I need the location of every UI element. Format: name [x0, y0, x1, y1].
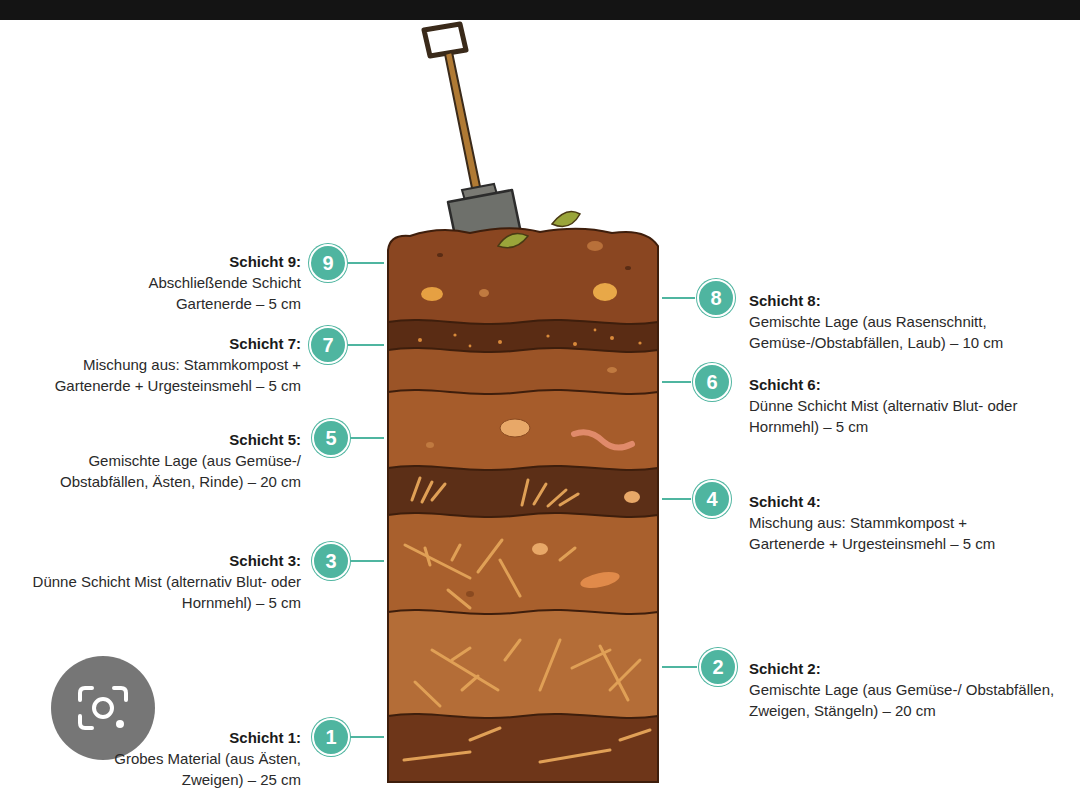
soil-band	[388, 390, 658, 782]
twig	[560, 494, 578, 505]
soil-band	[388, 228, 658, 782]
layer-label: Schicht 6:Dünne Schicht Mist (alternativ…	[749, 374, 1019, 437]
callout-circle: 3	[312, 542, 350, 580]
twig	[610, 660, 640, 690]
layer-heading: Schicht 7:	[46, 333, 301, 354]
twig	[540, 750, 610, 762]
twig	[560, 548, 575, 560]
twig	[505, 640, 520, 660]
twig	[432, 484, 445, 500]
layer-description: Mischung aus: Stammkompost + Gartenerde …	[46, 354, 301, 396]
layer-heading: Schicht 8:	[749, 290, 1039, 311]
twig	[540, 640, 560, 690]
twig	[478, 540, 502, 572]
soil-details	[418, 212, 642, 597]
layer-heading: Schicht 6:	[749, 374, 1019, 395]
twig	[620, 730, 650, 740]
layer-heading: Schicht 9:	[111, 251, 301, 272]
layer-description: Grobes Material (aus Ästen, Zweigen) – 2…	[66, 748, 301, 790]
twig	[500, 560, 520, 596]
twig	[412, 478, 420, 500]
layer-label: Schicht 1:Grobes Material (aus Ästen, Zw…	[66, 727, 301, 790]
shovel	[424, 24, 522, 250]
layer-heading: Schicht 4:	[749, 491, 1011, 512]
callout-number: 7	[322, 335, 333, 355]
twig	[452, 545, 460, 560]
layer-description: Gemischte Lage (aus Gemüse-/ Obstabfälle…	[749, 679, 1067, 721]
callout-circle: 2	[699, 648, 737, 686]
twig	[462, 676, 478, 690]
twig	[404, 752, 470, 760]
callout-number: 9	[322, 253, 333, 273]
twig	[448, 590, 470, 608]
twig	[425, 548, 430, 565]
twig	[470, 728, 500, 740]
twig	[422, 482, 432, 502]
top-bar	[0, 0, 1080, 20]
layer-heading: Schicht 3:	[11, 550, 301, 571]
soil-band	[388, 348, 658, 782]
callout-circle: 9	[309, 244, 347, 282]
callout-number: 2	[712, 657, 723, 677]
callout-circle: 4	[693, 480, 731, 518]
layer-description: Dünne Schicht Mist (alternativ Blut- ode…	[11, 571, 301, 613]
layer-label: Schicht 9:Abschließende Schicht Gartener…	[111, 251, 301, 314]
layer-label: Schicht 3:Dünne Schicht Mist (alternativ…	[11, 550, 301, 613]
layer-description: Abschließende Schicht Gartenerde – 5 cm	[111, 272, 301, 314]
twig	[415, 682, 440, 706]
callout-circle: 5	[312, 419, 350, 457]
leader-lines	[348, 263, 697, 737]
callout-number: 8	[710, 288, 721, 308]
layer-heading: Schicht 5:	[39, 429, 301, 450]
twig	[534, 484, 546, 504]
soil-band	[388, 714, 658, 782]
soil-band	[388, 466, 658, 782]
callout-circle: 6	[693, 363, 731, 401]
lens-icon	[51, 656, 155, 760]
twig	[600, 646, 628, 700]
twig	[522, 480, 528, 505]
twigs	[404, 478, 650, 762]
twig	[405, 545, 470, 578]
layer-description: Mischung aus: Stammkompost + Gartenerde …	[749, 512, 1011, 554]
layer-label: Schicht 2:Gemischte Lage (aus Gemüse-/ O…	[749, 658, 1067, 721]
callout-number: 1	[325, 727, 336, 747]
soil-band	[388, 610, 658, 782]
soil-layers	[388, 228, 658, 782]
callout-number: 3	[325, 551, 336, 571]
layer-label: Schicht 8:Gemischte Lage (aus Rasenschni…	[749, 290, 1039, 353]
twig	[452, 648, 470, 660]
soil-band	[388, 320, 658, 782]
callout-circle: 1	[312, 718, 350, 756]
layer-description: Gemischte Lage (aus Rasenschnitt, Gemüse…	[749, 311, 1039, 353]
layer-description: Gemischte Lage (aus Gemüse-/ Obstabfälle…	[39, 450, 301, 492]
layer-label: Schicht 5:Gemischte Lage (aus Gemüse-/ O…	[39, 429, 301, 492]
callout-number: 6	[706, 372, 717, 392]
callout-number: 5	[325, 428, 336, 448]
layer-heading: Schicht 1:	[66, 727, 301, 748]
soil-band	[388, 513, 658, 782]
callout-circle: 7	[309, 326, 347, 364]
layer-label: Schicht 7:Mischung aus: Stammkompost + G…	[46, 333, 301, 396]
callout-circle: 8	[697, 279, 735, 317]
layer-description: Dünne Schicht Mist (alternativ Blut- ode…	[749, 395, 1019, 437]
layer-label: Schicht 4:Mischung aus: Stammkompost + G…	[749, 491, 1011, 554]
layer-heading: Schicht 2:	[749, 658, 1067, 679]
callout-number: 4	[706, 489, 717, 509]
twig	[432, 650, 498, 690]
